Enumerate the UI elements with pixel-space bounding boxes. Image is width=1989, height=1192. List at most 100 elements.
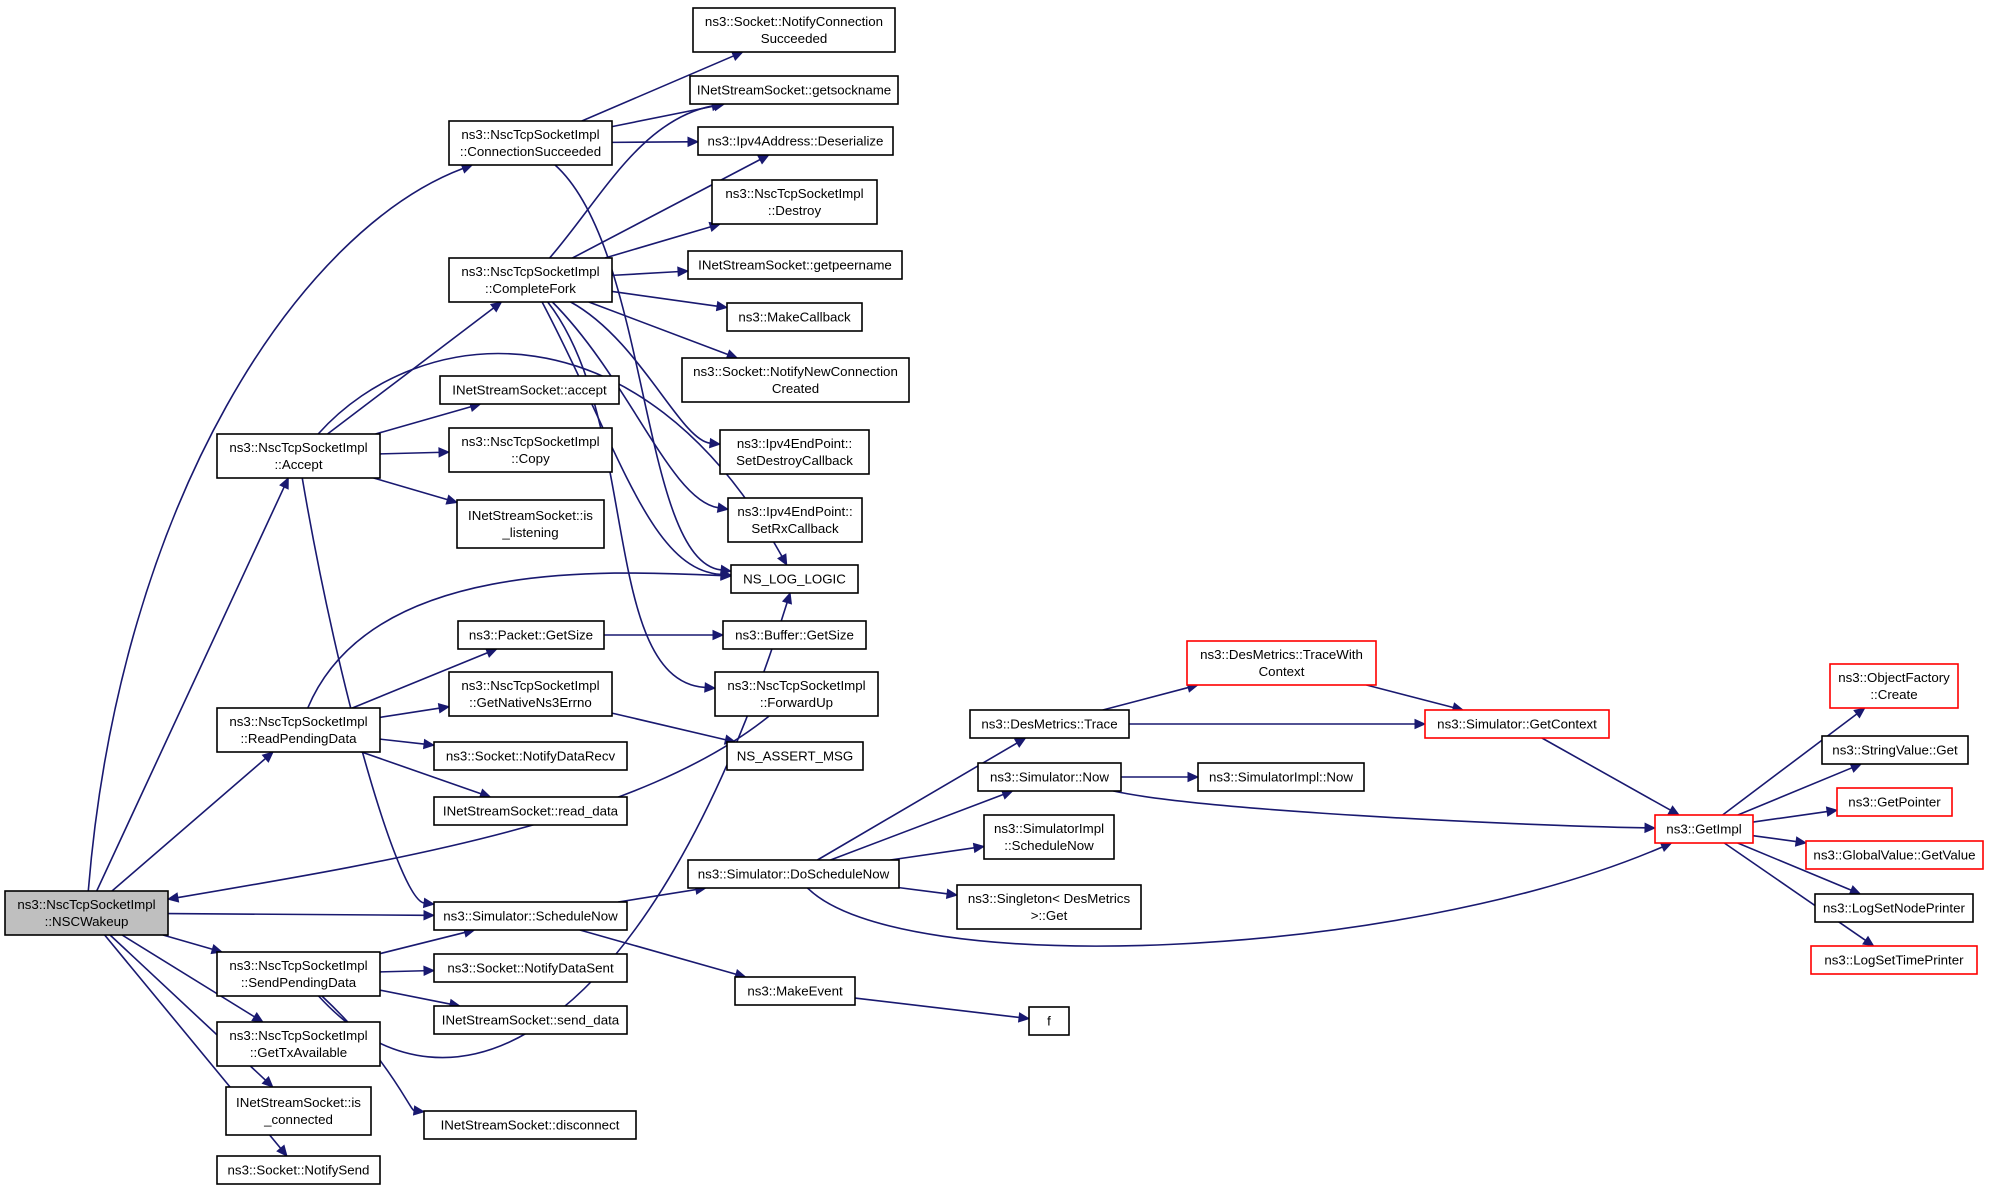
node-box bbox=[1805, 840, 1984, 870]
arrowhead-icon bbox=[730, 51, 744, 61]
node-destroy[interactable]: ns3::NscTcpSocketImpl::Destroy bbox=[711, 179, 878, 225]
node-f[interactable]: f bbox=[1028, 1006, 1070, 1036]
edge-line bbox=[162, 934, 213, 951]
node-completefork[interactable]: ns3::NscTcpSocketImpl::CompleteFork bbox=[448, 257, 613, 303]
node-assertmsg[interactable]: NS_ASSERT_MSG bbox=[726, 741, 864, 771]
call-edge-readpending-to-notifydatarecv bbox=[379, 738, 436, 750]
node-nslog[interactable]: NS_LOG_LOGIC bbox=[730, 564, 859, 594]
node-box bbox=[722, 620, 867, 650]
node-geterrno[interactable]: ns3::NscTcpSocketImpl::GetNativeNs3Errno bbox=[448, 671, 613, 717]
node-singleton[interactable]: ns3::Singleton< DesMetrics>::Get bbox=[956, 884, 1142, 930]
node-label: INetStreamSocket::is bbox=[468, 508, 593, 523]
node-readdata[interactable]: INetStreamSocket::read_data bbox=[433, 796, 628, 826]
call-edge-geterrno-to-assertmsg bbox=[611, 712, 737, 745]
node-setrx[interactable]: ns3::Ipv4EndPoint::SetRxCallback bbox=[727, 497, 863, 543]
node-wakeup[interactable]: ns3::NscTcpSocketImpl::NSCWakeup bbox=[4, 890, 169, 936]
node-logtime[interactable]: ns3::LogSetTimePrinter bbox=[1810, 945, 1978, 975]
node-simimplsched[interactable]: ns3::SimulatorImpl::ScheduleNow bbox=[983, 814, 1115, 860]
node-bufgetsize[interactable]: ns3::Buffer::GetSize bbox=[722, 620, 867, 650]
node-box bbox=[433, 953, 628, 983]
call-edge-wakeup-to-sendpending bbox=[162, 934, 224, 955]
node-disconnect[interactable]: INetStreamSocket::disconnect bbox=[423, 1110, 637, 1140]
node-label: ns3::Simulator::DoScheduleNow bbox=[698, 867, 890, 882]
node-notifysend[interactable]: ns3::Socket::NotifySend bbox=[216, 1155, 381, 1185]
node-label: ::NSCWakeup bbox=[45, 914, 129, 929]
node-label: SetDestroyCallback bbox=[736, 453, 853, 468]
node-trace[interactable]: ns3::DesMetrics::Trace bbox=[969, 709, 1130, 739]
node-isconn[interactable]: INetStreamSocket::is_connected bbox=[225, 1086, 372, 1136]
edge-line bbox=[1752, 834, 1797, 843]
node-simimplnow[interactable]: ns3::SimulatorImpl::Now bbox=[1197, 762, 1365, 792]
node-lognode[interactable]: ns3::LogSetNodePrinter bbox=[1814, 893, 1974, 923]
node-copy[interactable]: ns3::NscTcpSocketImpl::Copy bbox=[448, 427, 613, 473]
call-edge-connsucc-to-deserialize bbox=[611, 136, 700, 148]
node-gettx[interactable]: ns3::NscTcpSocketImpl::GetTxAvailable bbox=[216, 1021, 381, 1067]
arrowhead-icon bbox=[261, 751, 274, 763]
node-accept[interactable]: ns3::NscTcpSocketImpl::Accept bbox=[216, 433, 381, 479]
call-edge-completefork-to-setrx bbox=[551, 301, 730, 513]
node-makecallback[interactable]: ns3::MakeCallback bbox=[726, 302, 863, 332]
node-getcontext[interactable]: ns3::Simulator::GetContext bbox=[1424, 709, 1610, 739]
node-senddata[interactable]: INetStreamSocket::send_data bbox=[433, 1005, 628, 1035]
node-getsockname[interactable]: INetStreamSocket::getsockname bbox=[689, 75, 899, 105]
node-deserialize[interactable]: ns3::Ipv4Address::Deserialize bbox=[697, 126, 894, 156]
call-edge-wakeup-to-connsucc bbox=[87, 163, 474, 892]
node-label: ns3::NscTcpSocketImpl bbox=[725, 186, 863, 201]
call-edge-doschednow-to-simimplsched bbox=[890, 842, 986, 861]
node-inaccept[interactable]: INetStreamSocket::accept bbox=[439, 375, 620, 405]
node-label: NS_ASSERT_MSG bbox=[737, 749, 854, 764]
node-setdestroy[interactable]: ns3::Ipv4EndPoint::SetDestroyCallback bbox=[719, 429, 870, 475]
call-edge-readpending-to-nslog bbox=[307, 570, 733, 709]
arrowhead-icon bbox=[777, 553, 788, 567]
node-label: ns3::Ipv4EndPoint:: bbox=[737, 504, 852, 519]
node-label: ns3::Socket::NotifyConnection bbox=[705, 14, 883, 29]
node-makeevent[interactable]: ns3::MakeEvent bbox=[734, 976, 856, 1006]
node-schednow[interactable]: ns3::Simulator::ScheduleNow bbox=[433, 901, 628, 931]
node-notifydatasent[interactable]: ns3::Socket::NotifyDataSent bbox=[433, 953, 628, 983]
node-sendpending[interactable]: ns3::NscTcpSocketImpl::SendPendingData bbox=[216, 951, 381, 997]
node-islistening[interactable]: INetStreamSocket::is_listening bbox=[456, 499, 605, 549]
node-label: ns3::MakeEvent bbox=[747, 984, 843, 999]
node-connsucc[interactable]: ns3::NscTcpSocketImpl::ConnectionSucceed… bbox=[448, 120, 613, 166]
node-box bbox=[456, 499, 605, 549]
arrowhead-icon bbox=[1659, 842, 1673, 852]
node-doschednow[interactable]: ns3::Simulator::DoScheduleNow bbox=[687, 859, 900, 889]
node-box bbox=[692, 7, 896, 53]
edge-line bbox=[317, 352, 783, 557]
node-notifydatarecv[interactable]: ns3::Socket::NotifyDataRecv bbox=[433, 741, 628, 771]
edge-line bbox=[1737, 767, 1853, 816]
arrowhead-icon bbox=[166, 892, 180, 903]
node-label: INetStreamSocket::disconnect bbox=[441, 1118, 620, 1133]
edge-line bbox=[321, 995, 415, 1112]
node-getpointer[interactable]: ns3::GetPointer bbox=[1836, 787, 1953, 817]
node-label: INetStreamSocket::getsockname bbox=[697, 83, 891, 98]
node-globalvalue[interactable]: ns3::GlobalValue::GetValue bbox=[1805, 840, 1984, 870]
node-label: ::ScheduleNow bbox=[1004, 838, 1094, 853]
node-objfactory[interactable]: ns3::ObjectFactory::Create bbox=[1829, 663, 1959, 709]
edge-line bbox=[1737, 842, 1852, 891]
node-box bbox=[711, 179, 878, 225]
node-simnow[interactable]: ns3::Simulator::Now bbox=[977, 762, 1122, 792]
node-readpending[interactable]: ns3::NscTcpSocketImpl::ReadPendingData bbox=[216, 707, 381, 753]
node-box bbox=[216, 951, 381, 997]
node-box bbox=[727, 497, 863, 543]
node-strvalget[interactable]: ns3::StringValue::Get bbox=[1821, 735, 1969, 765]
node-label: ::GetTxAvailable bbox=[250, 1045, 347, 1060]
node-label: ns3::GetImpl bbox=[1666, 822, 1741, 837]
node-box bbox=[4, 890, 169, 936]
node-getpeername[interactable]: INetStreamSocket::getpeername bbox=[687, 250, 903, 280]
edge-line bbox=[167, 912, 425, 917]
node-box bbox=[433, 901, 628, 931]
node-pktgetsize[interactable]: ns3::Packet::GetSize bbox=[457, 620, 605, 650]
arrowhead-icon bbox=[1794, 836, 1808, 847]
call-edge-completefork-to-notifynewconn bbox=[588, 301, 739, 360]
node-forwardup[interactable]: ns3::NscTcpSocketImpl::ForwardUp bbox=[714, 671, 879, 717]
edge-line bbox=[579, 929, 737, 976]
arrowhead-icon bbox=[757, 154, 770, 165]
node-getimpl[interactable]: ns3::GetImpl bbox=[1654, 814, 1754, 844]
arrowhead-icon bbox=[423, 910, 436, 921]
node-box bbox=[448, 257, 613, 303]
